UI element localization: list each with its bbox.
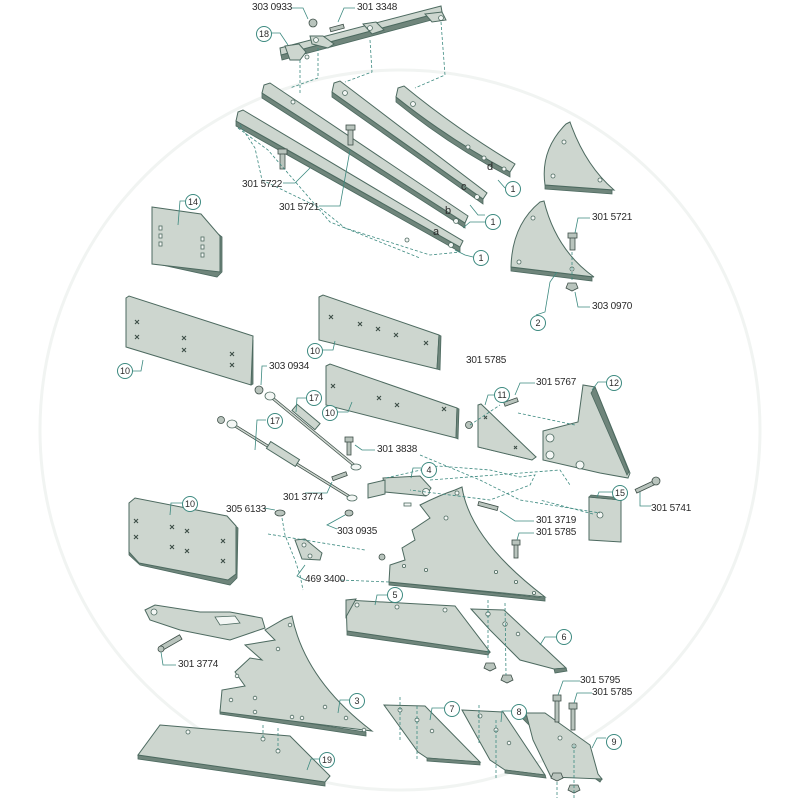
part-number-label: 301 5785 bbox=[466, 355, 507, 366]
callout-17: 17 bbox=[267, 413, 283, 429]
part-number-label: 301 3838 bbox=[377, 444, 418, 455]
bar-letter-b: b bbox=[445, 205, 452, 217]
part-number-label: 301 3348 bbox=[357, 2, 398, 13]
part-number-label: 301 5785 bbox=[592, 687, 633, 698]
callout-19: 19 bbox=[319, 752, 335, 768]
part-number-label: 301 5721 bbox=[279, 202, 320, 213]
part-number-label: 305 6133 bbox=[226, 504, 267, 515]
callout-4: 4 bbox=[421, 462, 437, 478]
callout-3: 3 bbox=[349, 693, 365, 709]
part-number-label: 301 5767 bbox=[536, 377, 577, 388]
callout-17: 17 bbox=[306, 390, 322, 406]
part-number-label: 303 0970 bbox=[592, 301, 633, 312]
callout-12: 12 bbox=[606, 375, 622, 391]
part-10-plate-middle bbox=[325, 363, 460, 440]
upper-frog-plate bbox=[378, 486, 547, 602]
callout-7: 7 bbox=[444, 701, 460, 717]
part-number-label: 301 5741 bbox=[651, 503, 692, 514]
bar-letter-c: c bbox=[461, 181, 467, 193]
part-14-plate bbox=[151, 206, 223, 278]
bar-letter-a: a bbox=[433, 226, 440, 238]
part-18-beam bbox=[279, 5, 447, 61]
part-4-bracket bbox=[367, 475, 432, 499]
callout-11: 11 bbox=[494, 387, 510, 403]
part-number-label: 301 5785 bbox=[536, 527, 577, 538]
part-number-label: 301 3774 bbox=[283, 492, 324, 503]
part-number-label: 303 0934 bbox=[269, 361, 310, 372]
part-11-triangle bbox=[465, 403, 537, 461]
bar-letter-d: d bbox=[487, 161, 494, 173]
part-2-lower-triangle bbox=[510, 200, 595, 292]
part-7-share bbox=[383, 704, 482, 766]
part-19-landside bbox=[137, 724, 331, 787]
part-number-label: 301 3719 bbox=[536, 515, 577, 526]
part-12-wedge bbox=[542, 384, 631, 479]
part-10-plate-lower-left bbox=[128, 497, 239, 586]
part-3-lower-frog bbox=[144, 604, 374, 737]
callout-5: 5 bbox=[387, 587, 403, 603]
callout-18: 18 bbox=[256, 26, 272, 42]
part-15-plate bbox=[588, 494, 624, 543]
callout-10: 10 bbox=[307, 343, 323, 359]
part-2-upper-triangle bbox=[543, 121, 616, 195]
callout-6: 6 bbox=[556, 629, 572, 645]
callout-1: 1 bbox=[505, 181, 521, 197]
callout-10: 10 bbox=[117, 363, 133, 379]
part-469-3400-bracket bbox=[294, 538, 323, 561]
part-number-label: 301 5795 bbox=[580, 675, 621, 686]
callout-15: 15 bbox=[612, 485, 628, 501]
part-10-plate-upper-right bbox=[318, 294, 442, 371]
callout-14: 14 bbox=[185, 194, 201, 210]
callout-1: 1 bbox=[473, 250, 489, 266]
part-5-share bbox=[345, 598, 492, 656]
part-number-label: 301 5722 bbox=[242, 179, 283, 190]
callout-10: 10 bbox=[182, 496, 198, 512]
callout-8: 8 bbox=[511, 704, 527, 720]
callout-1: 1 bbox=[485, 214, 501, 230]
callout-10: 10 bbox=[322, 405, 338, 421]
part-number-label: 469 3400 bbox=[305, 574, 346, 585]
part-10-plate-large bbox=[125, 295, 254, 386]
part-number-label: 303 0935 bbox=[337, 526, 378, 537]
part-number-label: 301 5721 bbox=[592, 212, 633, 223]
part-1-bars bbox=[235, 80, 516, 253]
part-6-share bbox=[469, 608, 568, 674]
callout-2: 2 bbox=[530, 315, 546, 331]
part-8-share bbox=[461, 709, 547, 779]
callout-9: 9 bbox=[606, 734, 622, 750]
part-number-label: 301 3774 bbox=[178, 659, 219, 670]
part-number-label: 303 0933 bbox=[252, 2, 293, 13]
